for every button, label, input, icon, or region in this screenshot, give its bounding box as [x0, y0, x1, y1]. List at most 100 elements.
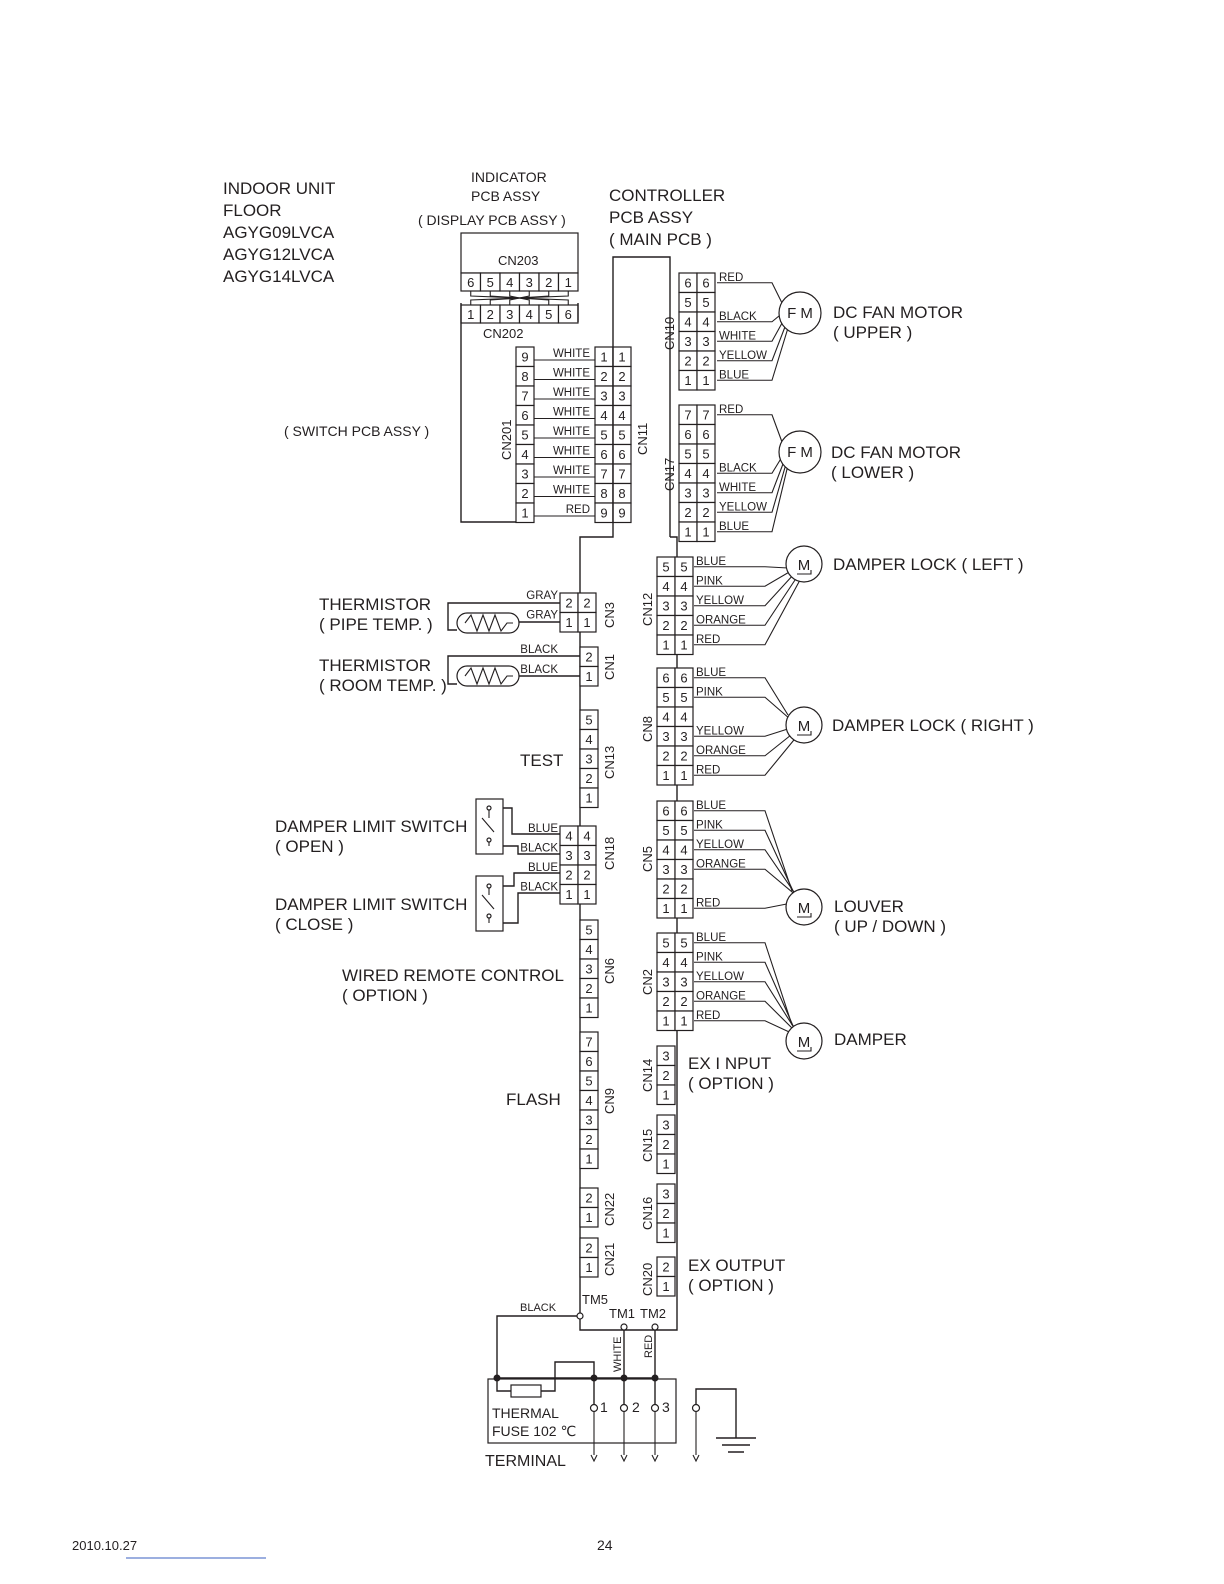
unit-title-line: INDOOR UNIT [223, 179, 335, 198]
wire-color-label: WHITE [553, 368, 590, 380]
wire-color-label: WHITE [553, 446, 590, 458]
pin-number: 6 [565, 307, 572, 322]
pin-number: 7 [618, 467, 625, 482]
cn16-label: CN16 [640, 1197, 655, 1230]
pin-number: 3 [662, 729, 669, 744]
pin-number: 4 [583, 829, 590, 844]
pin-number: 4 [618, 408, 625, 423]
pin-number: 1 [702, 373, 709, 388]
pin-number: 2 [585, 981, 592, 996]
connector-cn15: 321 [656, 1114, 676, 1175]
tm5-label: TM5 [582, 1292, 608, 1307]
pin-number: 2 [521, 486, 528, 501]
pin-number: 6 [600, 447, 607, 462]
pin-number: 4 [506, 275, 513, 290]
damper-motor: M [785, 1022, 823, 1060]
pin-number: 5 [585, 713, 592, 728]
cn11-wire-labels: WHITEWHITEWHITEWHITEWHITEWHITEWHITEWHITE… [534, 348, 595, 517]
pin-number: 3 [526, 275, 533, 290]
cn203-label: CN203 [498, 253, 538, 268]
pin-number: 2 [684, 505, 691, 520]
wire-color-label: BLUE [528, 862, 558, 874]
cn1-label: CN1 [602, 654, 617, 680]
pin-number: 6 [680, 804, 687, 819]
pin-number: 4 [585, 1093, 592, 1108]
cn18-label: CN18 [602, 837, 617, 870]
fan-motor-upper-symbol: F M [787, 305, 813, 322]
pin-number: 1 [600, 350, 607, 365]
pin-number: 5 [684, 447, 691, 462]
svg-text:M: M [798, 557, 811, 574]
pin-number: 4 [702, 315, 709, 330]
pin-number: 4 [662, 579, 669, 594]
damper-lock-right-motor: M [785, 706, 823, 744]
pin-number: 7 [521, 389, 528, 404]
pin-number: 4 [680, 955, 687, 970]
indicator-pcb-label: INDICATOR PCB ASSY ( DISPLAY PCB ASSY ) [418, 169, 566, 228]
wire-color-label: RED [696, 897, 720, 909]
pin-number: 5 [662, 560, 669, 575]
ex-input-label: ( OPTION ) [688, 1074, 774, 1093]
ex-output-label: EX OUTPUT [688, 1256, 785, 1275]
svg-text:CONTROLLER: CONTROLLER [609, 186, 725, 205]
pin-number: 3 [521, 467, 528, 482]
pin-number: 1 [662, 901, 669, 916]
wire-color-label: BLUE [696, 667, 726, 679]
wire-color-label: PINK [696, 575, 723, 587]
cn15-label: CN15 [640, 1129, 655, 1162]
pin-number: 5 [662, 823, 669, 838]
wire-color-label: RED [566, 504, 590, 516]
tm1-label: TM1 [609, 1306, 635, 1321]
wire-color-label: YELLOW [719, 350, 767, 362]
pin-number: 3 [618, 389, 625, 404]
pin-number: 1 [585, 669, 592, 684]
fan-lower-label: DC FAN MOTOR [831, 443, 961, 462]
fuse-label: THERMAL [492, 1405, 559, 1421]
pin-number: 2 [618, 369, 625, 384]
pin-number: 4 [662, 843, 669, 858]
cn8-label: CN8 [640, 716, 655, 742]
wire-color-label: WHITE [553, 387, 590, 399]
pin-number: 3 [585, 752, 592, 767]
wire-color-label: BLUE [528, 823, 558, 835]
cn11-label: CN11 [635, 423, 650, 455]
wire-color-label: YELLOW [696, 839, 744, 851]
pin-number: 4 [702, 466, 709, 481]
pin-number: 3 [680, 729, 687, 744]
pin-number: 1 [565, 275, 572, 290]
pin-number: 1 [662, 1014, 669, 1029]
pin-number: 4 [662, 955, 669, 970]
pin-number: 1 [702, 525, 709, 540]
damper-label: DAMPER [834, 1030, 907, 1049]
fan-lower-label: ( LOWER ) [831, 463, 914, 482]
flash-label: FLASH [506, 1090, 561, 1109]
pin-number: 5 [662, 690, 669, 705]
wire-color-label: BLUE [719, 521, 749, 533]
cn17-label: CN17 [662, 458, 677, 491]
wire-color-label: RED [696, 634, 720, 646]
wire-color-label: ORANGE [696, 858, 746, 870]
pin-number: 1 [662, 638, 669, 653]
pin-number: 4 [585, 732, 592, 747]
wire-color-label: YELLOW [696, 971, 744, 983]
thermistor-room-label: THERMISTOR [319, 656, 431, 675]
pin-number: 1 [585, 1210, 592, 1225]
thermistor-room-symbol [447, 655, 580, 687]
pin-number: 6 [680, 671, 687, 686]
pin-number: 5 [680, 823, 687, 838]
pin-number: 6 [618, 447, 625, 462]
pin-number: 2 [662, 618, 669, 633]
pin-number: 2 [585, 771, 592, 786]
pin-number: 6 [702, 276, 709, 291]
pin-number: 1 [680, 1014, 687, 1029]
right-labels: DC FAN MOTOR ( UPPER ) DC FAN MOTOR ( LO… [688, 303, 1034, 1295]
